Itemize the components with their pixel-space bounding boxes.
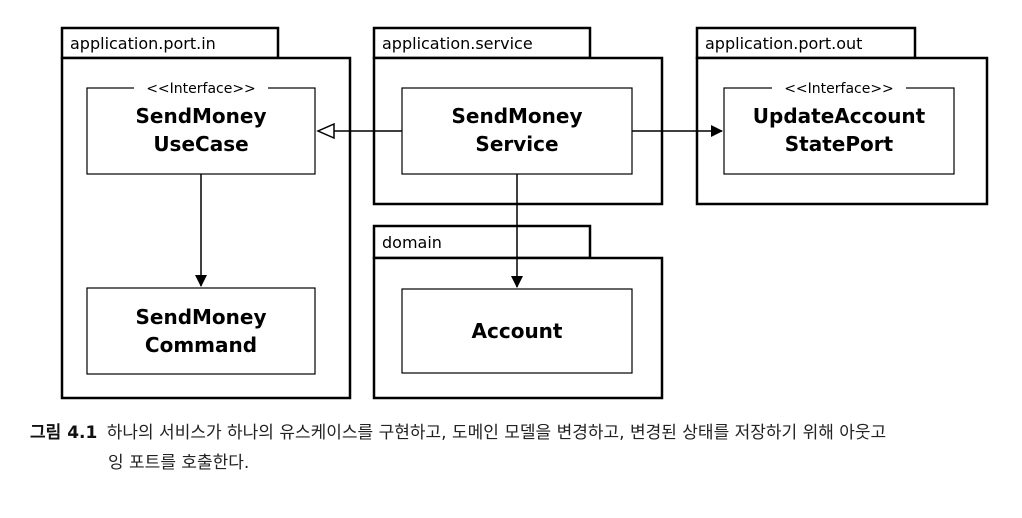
class-name-line2: Service (475, 132, 558, 156)
architecture-diagram: application.port.in application.service … (60, 26, 989, 400)
package-label: domain (382, 233, 442, 252)
caption-line1: 하나의 서비스가 하나의 유스케이스를 구현하고, 도메인 모델을 변경하고, … (106, 423, 887, 443)
class-name-line2: Command (145, 333, 257, 357)
package-label: application.port.out (705, 34, 862, 53)
class-account: Account (401, 288, 633, 374)
caption-line2: 잉 포트를 호출한다. (108, 453, 250, 473)
class-name-line2: UseCase (153, 132, 248, 156)
arrow-service-implements-usecase (316, 122, 402, 140)
class-name-line1: SendMoney (135, 104, 266, 128)
class-update-account-state-port: <<Interface>> UpdateAccount StatePort (723, 79, 955, 175)
class-send-money-service: SendMoney Service (401, 87, 633, 175)
class-name-line1: UpdateAccount (753, 104, 926, 128)
stereotype-label: <<Interface>> (146, 81, 256, 97)
package-label: application.port.in (70, 34, 216, 53)
class-send-money-usecase: <<Interface>> SendMoney UseCase (86, 79, 316, 175)
class-name-line1: SendMoney (135, 305, 266, 329)
class-name-line1: SendMoney (451, 104, 582, 128)
class-name-line2: StatePort (785, 132, 894, 156)
stereotype-label: <<Interface>> (784, 81, 894, 97)
figure-number: 그림 4.1 (30, 423, 98, 443)
class-send-money-command: SendMoney Command (86, 287, 316, 375)
package-label: application.service (382, 34, 533, 53)
figure-caption: 그림 4.1 하나의 서비스가 하나의 유스케이스를 구현하고, 도메인 모델을… (30, 418, 1005, 478)
class-name-line1: Account (472, 319, 563, 343)
